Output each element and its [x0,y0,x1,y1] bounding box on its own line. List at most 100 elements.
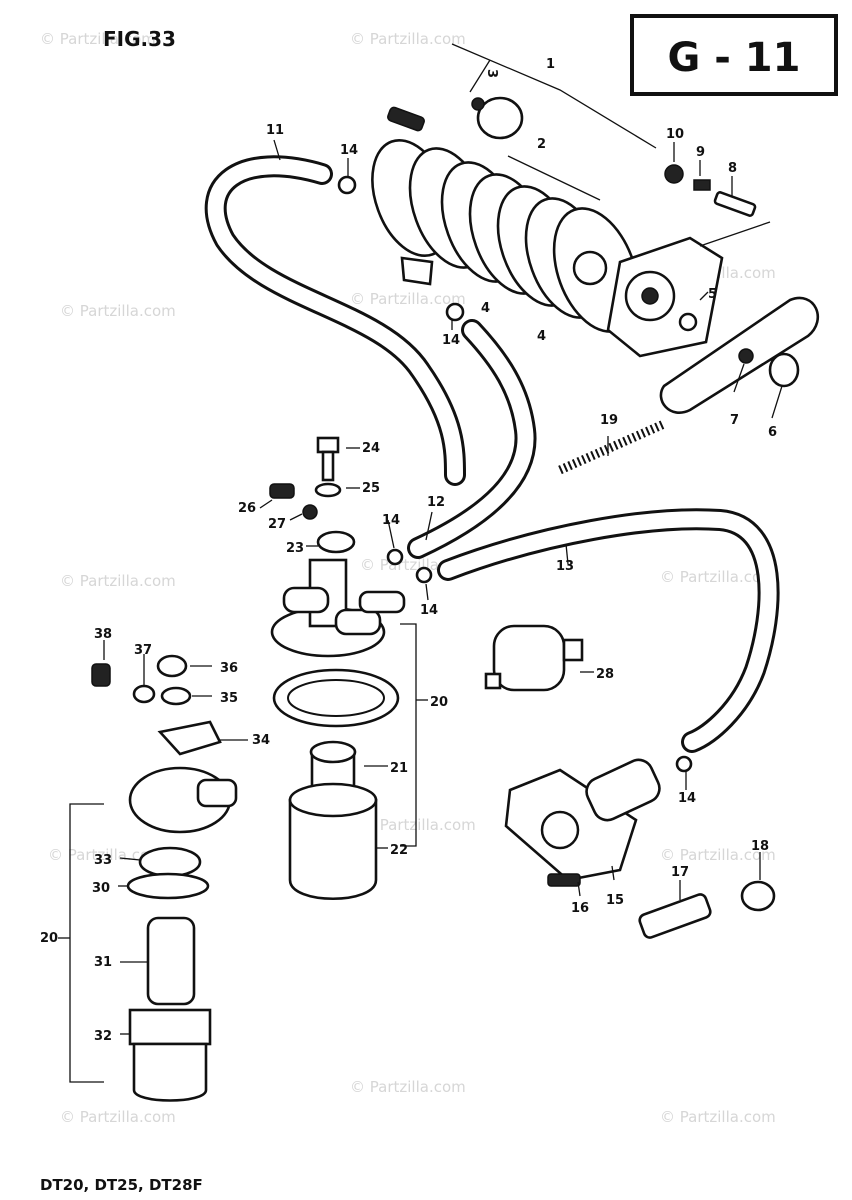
callout-30: 30 [92,881,110,896]
nut-10 [664,164,684,184]
callout-23: 23 [286,541,304,556]
watermark: © Partzilla.com [350,290,466,308]
watermark: © Partzilla.com [660,846,776,864]
callout-10: 10 [666,127,684,142]
callout-14a: 14 [340,143,358,158]
screw-8 [713,191,757,217]
clip-14-top [337,175,357,195]
callout-6: 6 [768,425,777,440]
callout-19: 19 [600,413,618,428]
callout-20b: 20 [40,931,58,946]
leader-lines [58,43,783,1083]
washer-25 [314,482,342,498]
clip-14-lower [675,755,693,773]
callout-21: 21 [390,761,408,776]
clip-14-mid [445,302,465,322]
clip-14-right [415,566,433,584]
bolt-24 [316,436,340,482]
inline-filter-28 [484,624,584,692]
watermark: © Partzilla.com [660,568,776,586]
callout-3: 3 [484,69,499,78]
union-17 [638,893,712,939]
washer-35 [160,686,192,706]
callout-14b: 14 [442,333,460,348]
pump-cover-5 [606,236,724,358]
callout-13: 13 [556,559,574,574]
callout-27: 27 [268,517,286,532]
hose-11 [204,155,466,486]
group-code: G - 11 [668,35,801,81]
callout-35: 35 [220,691,238,706]
callout-9: 9 [696,145,705,160]
callout-14e: 14 [678,791,696,806]
valve-part-3 [471,96,524,140]
callout-20a: 20 [430,695,448,710]
callout-34: 34 [252,733,270,748]
callout-26: 26 [238,501,256,516]
watermark: © Partzilla.com [350,30,466,48]
callout-2: 2 [537,137,546,152]
element-31 [146,916,196,1006]
washer-37 [132,684,156,704]
callout-17: 17 [671,865,689,880]
watermark: © Partzilla.com [660,1108,776,1126]
primer-pump-15 [504,758,661,882]
callout-4b: 4 [537,329,546,344]
watermark: © Partzilla.com [40,30,156,48]
callout-14c: 14 [382,513,400,528]
watermark-layer: © Partzilla.com © Partzilla.com © Partzi… [40,30,776,1126]
nut-36 [156,654,188,678]
screw-38 [91,663,111,687]
callout-22: 22 [390,843,408,858]
callout-7: 7 [730,413,739,428]
filter-head [270,558,406,658]
callout-37: 37 [134,643,152,658]
fuel-pump-assembly [371,106,640,333]
figure-label: FIG.33 [103,27,176,51]
clip-14-left [386,548,404,566]
watermark: © Partzilla.com [350,1078,466,1096]
hose-13 [437,508,780,753]
bolt-16 [547,873,581,887]
callout-33: 33 [94,853,112,868]
washer-9 [693,179,711,191]
callout-4a: 4 [481,301,490,316]
callout-5: 5 [708,287,717,302]
watermark: © Partzilla.com [360,816,476,834]
filter-head-left [128,766,238,834]
callout-31: 31 [94,955,112,970]
nut-18 [740,880,776,912]
hose-12 [407,319,537,559]
model-list: DT20, DT25, DT28F [40,1176,203,1194]
screw-26 [269,483,295,499]
watermark: © Partzilla.com [60,302,176,320]
callout-8: 8 [728,161,737,176]
bracket-34 [157,720,222,756]
watermark: © Partzilla.com [60,1108,176,1126]
callout-28: 28 [596,667,614,682]
callout-16: 16 [571,901,589,916]
ring-6 [768,352,800,388]
callout-12: 12 [427,495,445,510]
seal-33 [138,846,202,878]
washer-23 [316,530,356,554]
callout-14d: 14 [420,603,438,618]
bowl-32 [128,1008,212,1102]
callout-15: 15 [606,893,624,908]
filter-bowl-22 [288,782,378,901]
group-code-box [630,14,838,96]
washer-27 [302,504,318,520]
callout-36: 36 [220,661,238,676]
callout-32: 32 [94,1029,112,1044]
callout-24: 24 [362,441,380,456]
spring-19 [558,419,666,475]
callout-1: 1 [546,57,555,72]
oring-30 [126,872,210,900]
callout-18: 18 [751,839,769,854]
bracket-7 [659,296,819,414]
callout-25: 25 [362,481,380,496]
callout-labels: 1 2 3 4 4 5 6 7 8 9 10 11 12 13 14 14 14… [40,57,777,1044]
callout-11: 11 [266,123,284,138]
callout-38: 38 [94,627,112,642]
